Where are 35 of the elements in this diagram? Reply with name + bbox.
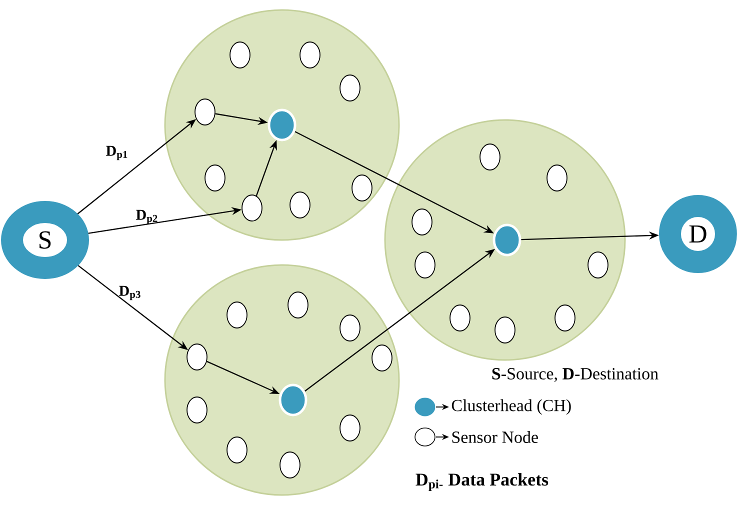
sensor-node [494,316,516,344]
legend-text: Clusterhead (CH) [452,399,571,415]
sensor-node [300,42,320,68]
sensor-node [450,304,470,332]
sensor-node [546,164,568,192]
edge-label: D$_{p1}$ [106,146,128,160]
destination-node: D [659,195,737,273]
sensor-node [226,436,248,464]
legend-text: Sensor Node [452,431,538,443]
sensor-node [372,344,392,372]
sensor-node [290,192,310,218]
sensor-node [226,302,248,328]
sensor-node [186,396,208,424]
cluster-circle [384,119,626,361]
sensor-node [554,304,576,332]
source-node: S [1,201,89,279]
note: S-Source, D-Destination [492,368,658,382]
edge-label: D$_{p2}$ [136,210,158,224]
edge-label: D$_{p3}$ [119,286,140,300]
sensor-node [340,414,360,442]
note: D$_{pi-}$ Data Packets [416,473,548,491]
sensor-node [480,144,500,170]
sensor-node [230,42,250,68]
sensor-node [340,314,360,342]
sensor-node [288,292,308,318]
sensor-node [186,344,208,370]
sensor-node [194,98,216,126]
sensor-node [588,252,608,278]
sensor-node [242,194,262,222]
sensor-node [204,164,226,192]
sensor-node [414,252,436,278]
sensor-node [280,452,300,478]
sensor-node [340,74,360,102]
sensor-node [412,208,432,236]
sensor-node [352,174,372,202]
